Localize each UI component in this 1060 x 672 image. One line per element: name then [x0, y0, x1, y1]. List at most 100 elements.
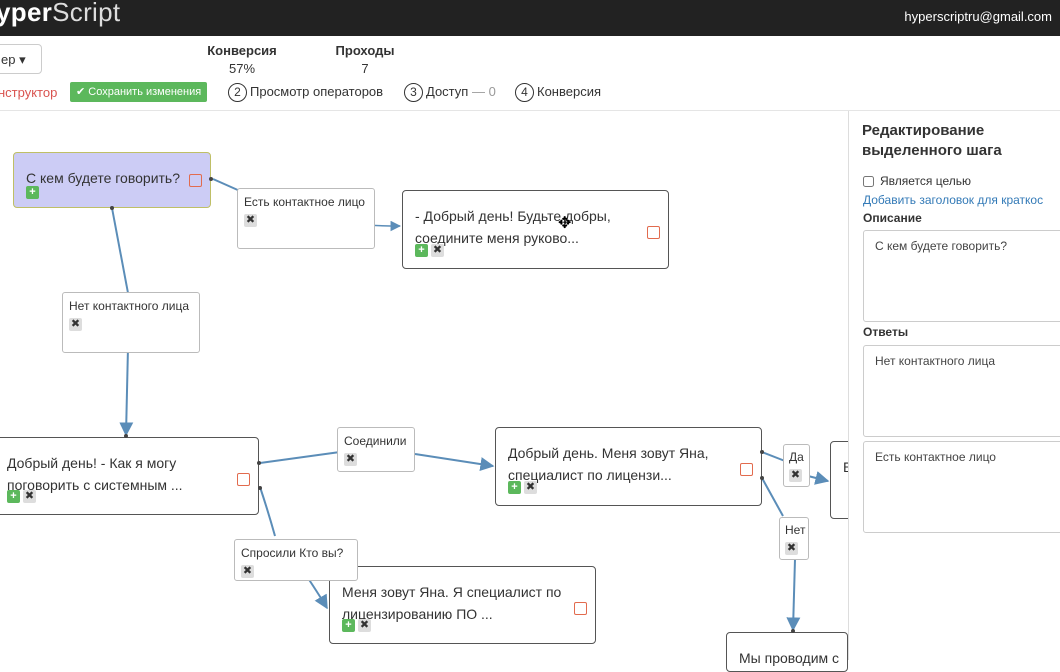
- step-label: Доступ: [426, 84, 469, 99]
- is-goal-checkbox[interactable]: [863, 176, 874, 188]
- stat-conversion-label: Конверсия: [207, 43, 277, 58]
- node-checkbox[interactable]: [740, 463, 753, 476]
- script-dropdown[interactable]: ер ▾: [0, 44, 42, 74]
- node-text: Добрый день! - Как я могу поговорить с с…: [7, 455, 183, 493]
- edge-line: [414, 453, 495, 472]
- node-text: Мы проводим с: [739, 650, 840, 666]
- edge-label-text: Нет контактного лица: [69, 299, 190, 313]
- edge-label-text: Да: [789, 450, 804, 464]
- delete-icon[interactable]: ✖: [431, 243, 444, 257]
- tab-constructor[interactable]: нструктор: [0, 85, 58, 100]
- step-number: 2: [228, 83, 247, 102]
- answers-heading: Ответы: [863, 325, 909, 339]
- edge-line: [761, 477, 784, 517]
- node-actions: +✖: [415, 238, 447, 260]
- edge-label[interactable]: Да ✖: [783, 444, 810, 487]
- edge-label-text: Нет: [785, 523, 806, 537]
- node-actions: +✖: [7, 484, 39, 506]
- move-cursor-icon: ✥: [558, 215, 572, 232]
- node-checkbox[interactable]: [647, 226, 660, 239]
- flow-node[interactable]: Добрый день! - Как я могу поговорить с с…: [0, 437, 259, 515]
- add-icon[interactable]: +: [342, 618, 355, 632]
- add-title-link[interactable]: Добавить заголовок для краткос: [863, 193, 1044, 207]
- add-icon[interactable]: +: [415, 243, 428, 257]
- connector-dot[interactable]: [791, 629, 795, 633]
- connector-dot[interactable]: [760, 450, 764, 454]
- delete-icon[interactable]: ✖: [241, 565, 254, 579]
- connector-dot[interactable]: [760, 476, 764, 480]
- flow-node[interactable]: - Добрый день! Будьте добры, соедините м…: [402, 190, 669, 269]
- delete-icon[interactable]: ✖: [23, 489, 36, 503]
- stat-conversion-value: 57%: [228, 61, 256, 76]
- delete-icon[interactable]: ✖: [785, 542, 798, 556]
- edge-line: [786, 558, 801, 632]
- delete-icon[interactable]: ✖: [358, 618, 371, 632]
- node-text: С кем будете говорить?: [26, 170, 180, 186]
- step-number: 3: [404, 83, 423, 102]
- flow-node-start[interactable]: С кем будете говорить? +: [13, 152, 211, 208]
- add-icon[interactable]: +: [7, 489, 20, 503]
- edge-label-text: Есть контактное лицо: [244, 195, 365, 209]
- edge-label[interactable]: Нет ✖: [779, 517, 809, 560]
- add-icon[interactable]: +: [26, 185, 39, 199]
- user-email[interactable]: hyperscriptru@gmail.com: [904, 9, 1052, 24]
- delete-icon[interactable]: ✖: [344, 453, 357, 467]
- edge-label[interactable]: Соединили ✖: [337, 427, 415, 472]
- node-text: Е: [843, 459, 852, 475]
- flow-node[interactable]: Добрый день. Меня зовут Яна, специалист …: [495, 427, 762, 506]
- edge-label-text: Соединили: [344, 434, 407, 448]
- description-textarea[interactable]: С кем будете говорить?: [863, 230, 1060, 322]
- is-goal-label: Является целью: [880, 174, 972, 188]
- delete-icon[interactable]: ✖: [69, 318, 82, 332]
- add-icon[interactable]: +: [508, 480, 521, 494]
- flow-node[interactable]: Меня зовут Яна. Я специалист по лицензир…: [329, 566, 596, 644]
- node-actions: +: [26, 180, 42, 202]
- stat-passes-label: Проходы: [335, 43, 395, 58]
- answer-textarea[interactable]: Нет контактного лица: [863, 345, 1060, 437]
- node-checkbox[interactable]: [237, 473, 250, 486]
- app-logo[interactable]: yperScript: [0, 0, 121, 27]
- edge-line: [807, 471, 830, 485]
- answer-textarea[interactable]: Есть контактное лицо: [863, 441, 1060, 533]
- step-label: Просмотр операторов: [250, 84, 384, 99]
- edge-label-text: Спросили Кто вы?: [241, 546, 344, 560]
- delete-icon[interactable]: ✖: [244, 214, 257, 228]
- flow-canvas[interactable]: С кем будете говорить? + - Добрый день! …: [0, 111, 856, 672]
- flow-node[interactable]: Мы проводим с: [726, 632, 848, 672]
- stat-conversion: Конверсия 57%: [206, 43, 278, 76]
- is-goal-option[interactable]: Является целью: [863, 174, 971, 188]
- connector-dot[interactable]: [124, 434, 128, 438]
- connector-dot[interactable]: [258, 486, 262, 490]
- node-checkbox[interactable]: [574, 602, 587, 615]
- node-text: Меня зовут Яна. Я специалист по лицензир…: [342, 584, 562, 622]
- edge-label[interactable]: Нет контактного лица ✖: [62, 292, 200, 353]
- edge-line: [259, 486, 276, 537]
- description-heading: Описание: [863, 211, 922, 225]
- edge-line: [259, 451, 341, 464]
- edit-step-panel: Редактирование выделенного шага Является…: [848, 111, 1060, 660]
- access-count: — 0: [471, 84, 496, 99]
- delete-icon[interactable]: ✖: [789, 469, 802, 483]
- edge-label[interactable]: Есть контактное лицо ✖: [237, 188, 375, 249]
- step-number: 4: [515, 83, 534, 102]
- node-text: - Добрый день! Будьте добры, соедините м…: [415, 208, 611, 246]
- top-navbar: yperScript hyperscriptru@gmail.com: [0, 0, 1060, 36]
- connector-dot[interactable]: [257, 461, 261, 465]
- edge-label[interactable]: Спросили Кто вы? ✖: [234, 539, 358, 581]
- stat-passes: Проходы 7: [333, 43, 397, 76]
- edge-line: [119, 346, 134, 437]
- edge-line: [761, 451, 786, 462]
- connector-dot[interactable]: [209, 177, 213, 181]
- delete-icon[interactable]: ✖: [524, 480, 537, 494]
- save-changes-button[interactable]: ✔ Сохранить изменения: [70, 82, 208, 102]
- connector-dot[interactable]: [110, 206, 114, 210]
- step-label: Конверсия: [537, 84, 602, 99]
- node-actions: +✖: [342, 613, 374, 635]
- node-actions: +✖: [508, 475, 540, 497]
- edge-line: [212, 178, 241, 192]
- node-checkbox[interactable]: [189, 174, 202, 187]
- stat-passes-value: 7: [361, 61, 369, 76]
